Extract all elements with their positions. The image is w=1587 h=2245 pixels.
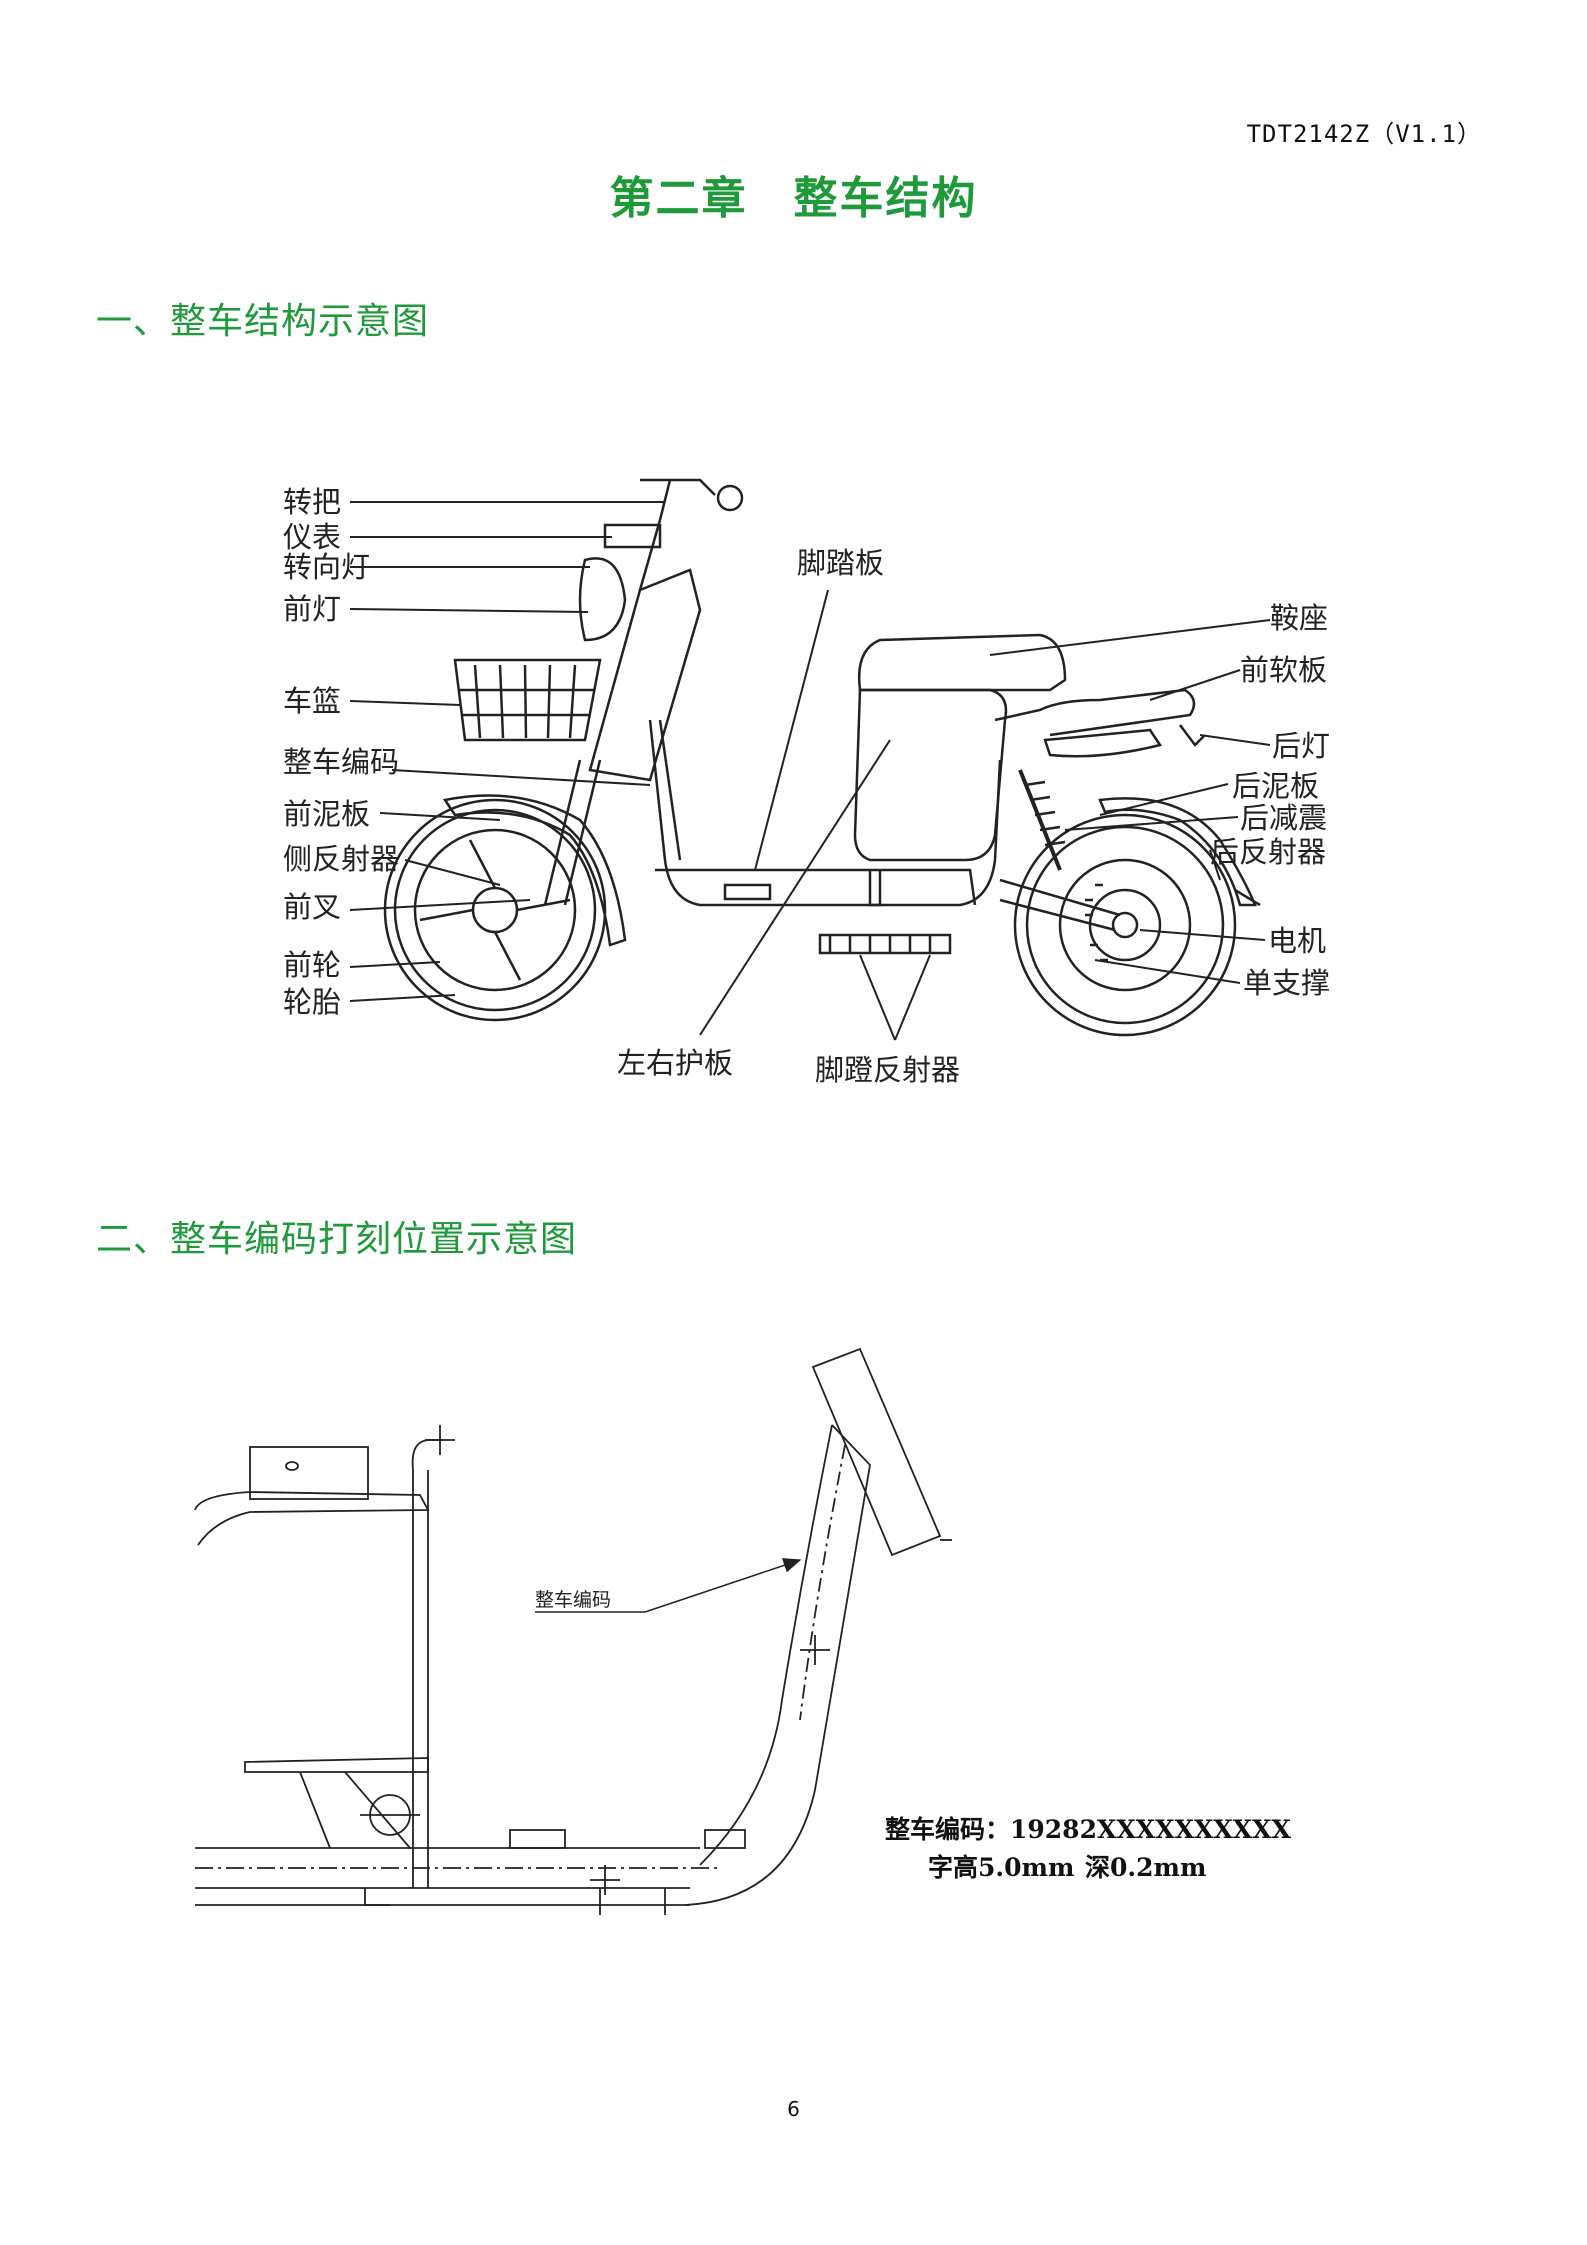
label-headlight: 前灯 (283, 592, 341, 626)
rear-wheel-drawing (1013, 813, 1237, 1037)
frame-technical-drawing (194, 1347, 952, 1915)
chapter-title: 第二章 整车结构 (609, 173, 978, 224)
label-kickstand: 单支撑 (1243, 966, 1330, 1000)
label-handlebar: 转把 (283, 485, 341, 519)
label-motor: 电机 (1268, 924, 1326, 958)
label-saddle: 鞍座 (1270, 601, 1328, 635)
label-front-soft-board: 前软板 (1240, 653, 1327, 687)
document-code: TDT2142Z（V1.1） (1246, 120, 1482, 148)
label-rear-reflector: 后反射器 (1210, 835, 1326, 869)
label-meter: 仪表 (283, 520, 341, 554)
leader-lines (349, 501, 1271, 1041)
label-pedal-board: 脚踏板 (797, 546, 884, 580)
label-front-fork: 前叉 (283, 890, 341, 924)
scooter-illustration (383, 478, 1261, 1037)
label-pedal-reflector: 脚蹬反射器 (815, 1053, 960, 1087)
component-labels: 转把 仪表 转向灯 前灯 车篮 整车编码 前泥板 侧反射器 前叉 前轮 轮胎 脚… (283, 485, 1330, 1087)
section-title-structure: 一、整车结构示意图 (96, 301, 430, 342)
section-title-vin-location: 二、整车编码打刻位置示意图 (96, 1219, 578, 1260)
label-tire: 轮胎 (283, 985, 341, 1019)
label-rear-shock: 后减震 (1240, 801, 1327, 835)
vin-location-arrow-head (644, 1558, 802, 1613)
page-number: 6 (787, 2097, 800, 2121)
label-side-panels: 左右护板 (617, 1046, 733, 1080)
label-front-wheel: 前轮 (283, 948, 341, 982)
vin-arrow-label: 整车编码 (535, 1589, 611, 1611)
label-vin: 整车编码 (283, 745, 399, 779)
vin-spec-height: 字高5.0mm (928, 1853, 1074, 1882)
basket-drawing (453, 658, 602, 742)
label-turn-signal: 转向灯 (283, 550, 370, 584)
label-front-fender: 前泥板 (283, 797, 370, 831)
label-tail-light: 后灯 (1272, 729, 1330, 763)
label-side-reflector: 侧反射器 (283, 842, 399, 876)
label-basket: 车篮 (283, 684, 341, 718)
front-wheel-drawing (383, 798, 607, 1022)
vin-spec-number: 整车编码：19282XXXXXXXXXX (885, 1815, 1292, 1844)
vin-spec-depth: 深0.2mm (1085, 1853, 1206, 1882)
label-rear-fender: 后泥板 (1232, 769, 1319, 803)
